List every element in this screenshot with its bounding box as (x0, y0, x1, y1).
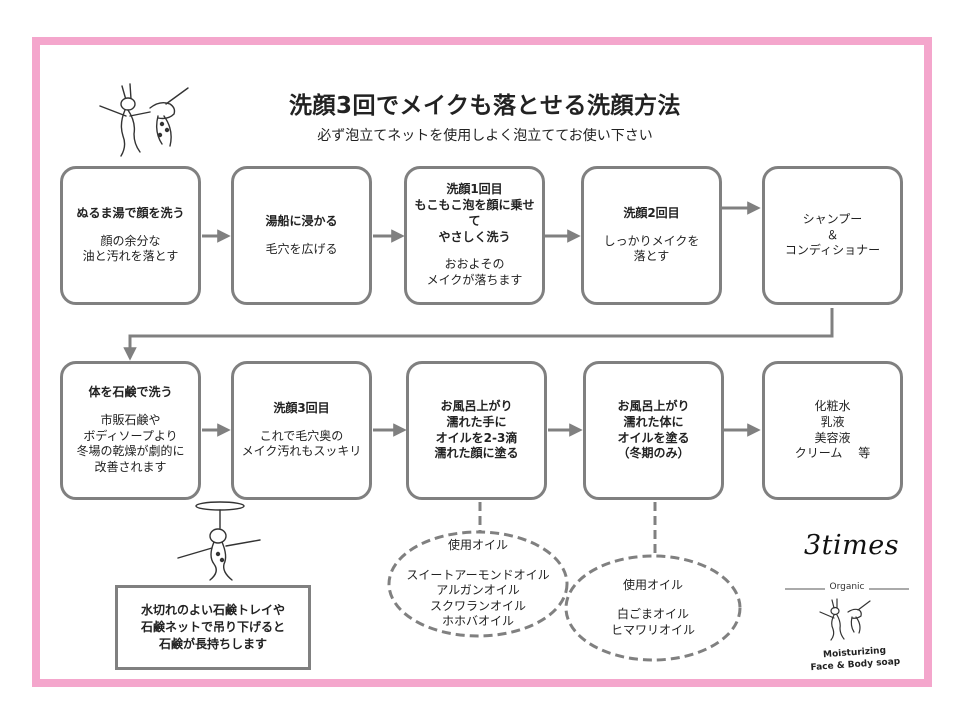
step-face-oil: お風呂上がり 濡れた手に オイルを2-3滴 濡れた顔に塗る (406, 361, 547, 500)
page-title: 洗顔3回でメイクも落とせる洗顔方法 (288, 93, 682, 119)
step-bath-soak: 湯船に浸かる 毛穴を広げる (231, 166, 372, 305)
step-rinse-face: ぬるま湯で顔を洗う 顔の余分な 油と汚れを落とす (60, 166, 201, 305)
logo-rabbit-frog-icon (819, 598, 871, 641)
step-body: しっかりメイクを 落とす (603, 233, 700, 264)
step-heading: お風呂上がり 濡れた体に オイルを塗る （冬期のみ） (617, 398, 690, 461)
oil-body-ellipse (564, 554, 742, 662)
oil-body-list: 使用オイル 白ごまオイル ヒマワリオイル (566, 556, 740, 660)
step-heading: お風呂上がり 濡れた手に オイルを2-3滴 濡れた顔に塗る (434, 398, 519, 461)
step-shampoo: シャンプー ＆ コンディショナー (762, 166, 903, 305)
step-wash-1: 洗顔1回目 もこもこ泡を顔に乗せて やさしく洗う おおよその メイクが落ちます (404, 166, 545, 305)
brand-tagline: Moisturizing Face & Body soap (810, 645, 901, 674)
organic-divider (785, 588, 909, 590)
step-body: おおよその メイクが落ちます (426, 257, 523, 288)
step-heading: 洗顔1回目 もこもこ泡を顔に乗せて やさしく洗う (414, 182, 535, 244)
frog-lotus-leaf-illustration (177, 501, 261, 581)
oil-face-list: 使用オイル スイートアーモンドオイル アルガンオイル スクワランオイル ホホバオ… (389, 532, 567, 636)
page-subtitle: 必ず泡立てネットを使用しよく泡立ててお使い下さい (317, 128, 653, 144)
step-heading: 湯船に浸かる (265, 213, 338, 228)
step-body: 化粧水 乳液 美容液 クリーム 等 (794, 398, 871, 461)
brand-logo: 3times Organic Moisturizing Face & Body … (770, 530, 920, 680)
step-body-wash: 体を石鹸で洗う 市販石鹸や ボディソープより 冬場の乾燥が劇的に 改善されます (60, 361, 201, 500)
oil-body-title: 使用オイル (622, 577, 683, 592)
arrow-row-wrap (123, 308, 834, 361)
step-heading: ぬるま湯で顔を洗う (76, 205, 185, 220)
step-body: シャンプー ＆ コンディショナー (784, 211, 881, 258)
oil-body-items: 白ごまオイル ヒマワリオイル (610, 607, 695, 637)
step-body: 顔の余分な 油と汚れを落とす (82, 233, 179, 264)
oil-face-ellipse (387, 530, 569, 638)
step-skincare: 化粧水 乳液 美容液 クリーム 等 (762, 361, 903, 500)
step-wash-3: 洗顔3回目 これで毛穴奥の メイク汚れもスッキリ (231, 361, 372, 500)
step-body: 市販石鹸や ボディソープより 冬場の乾燥が劇的に 改善されます (76, 412, 185, 475)
step-body: 毛穴を広げる (265, 241, 338, 256)
step-heading: 体を石鹸で洗う (88, 384, 173, 399)
step-body: これで毛穴奥の メイク汚れもスッキリ (241, 428, 362, 459)
step-body-oil: お風呂上がり 濡れた体に オイルを塗る （冬期のみ） (583, 361, 724, 500)
brand-name: 3times (804, 530, 900, 561)
step-wash-2: 洗顔2回目 しっかりメイクを 落とす (581, 166, 722, 305)
oil-face-title: 使用オイル (447, 538, 508, 553)
step-heading: 洗顔2回目 (623, 205, 680, 220)
oil-face-items: スイートアーモンドオイル アルガンオイル スクワランオイル ホホバオイル (406, 567, 550, 629)
soap-tip-note: 水切れのよい石鹸トレイや 石鹸ネットで吊り下げると 石鹸が長持ちします (115, 585, 311, 670)
rabbit-frog-dancing-illustration (99, 83, 189, 157)
organic-label: Organic (829, 582, 865, 592)
step-heading: 洗顔3回目 (273, 400, 330, 415)
